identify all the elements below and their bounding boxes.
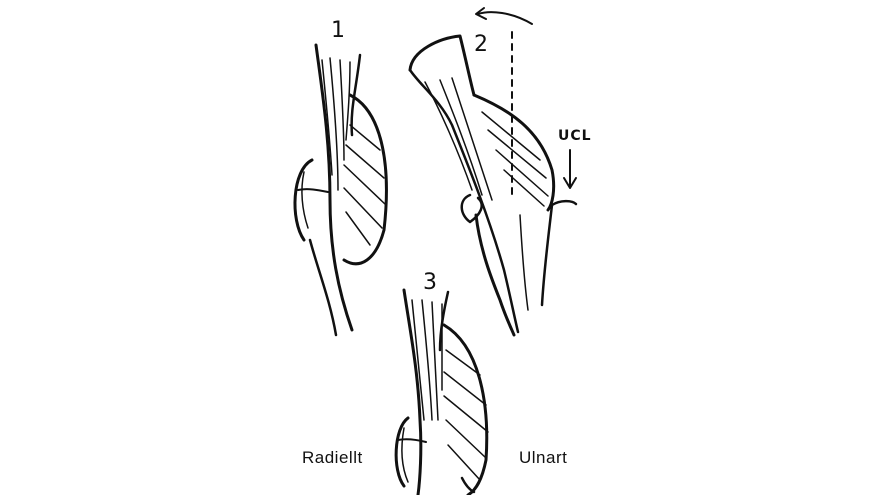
radial-side-label: Radiellt xyxy=(302,448,363,467)
thumb-drawing-2 xyxy=(408,7,578,337)
figure-label-2: 2 xyxy=(474,32,488,57)
ulnar-side-label: Ulnart xyxy=(519,448,568,467)
figure-label-1: 1 xyxy=(331,18,345,43)
figure-label-3: 3 xyxy=(423,270,437,295)
thumb-drawing-3 xyxy=(394,288,489,497)
thumb-drawing-1 xyxy=(293,43,388,337)
ucl-label: UCL xyxy=(558,128,592,144)
